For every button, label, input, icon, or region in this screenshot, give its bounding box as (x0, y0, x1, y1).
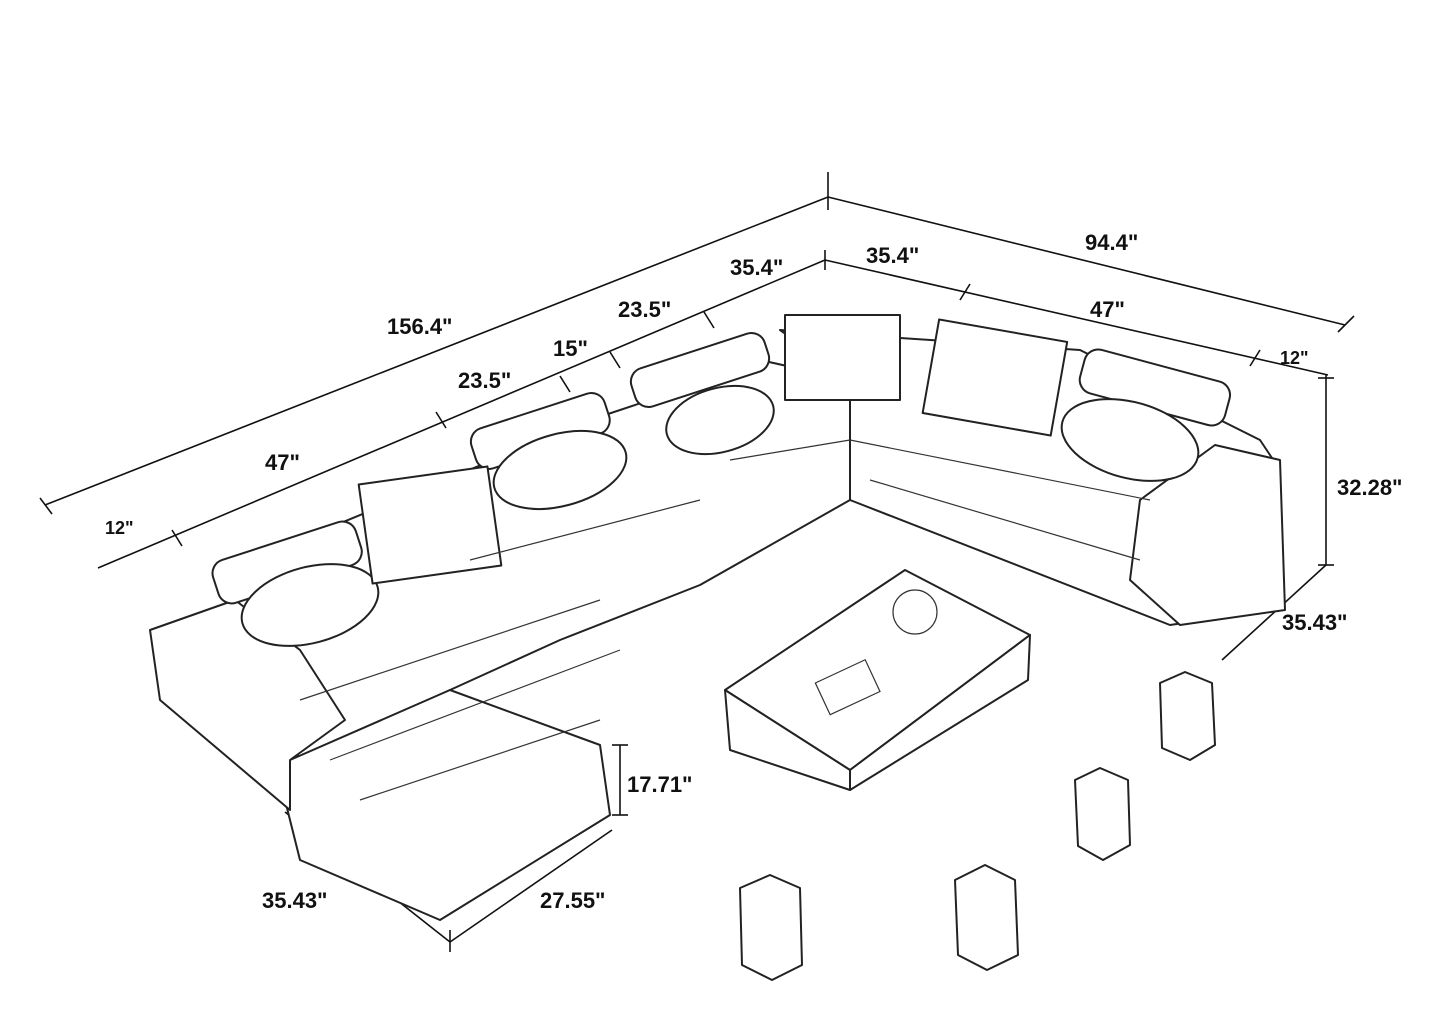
dim-line-156 (44, 196, 829, 506)
striped-pillow (492, 430, 628, 510)
label-right-12: 12" (1280, 348, 1309, 368)
headrest (629, 331, 771, 409)
dimension-lines (39, 172, 1355, 952)
label-right-47: 47" (1090, 297, 1125, 322)
dim-tick (703, 311, 715, 329)
dim-tick (171, 529, 183, 547)
flower-vase (892, 589, 938, 635)
label-overall-right: 94.4" (1085, 230, 1139, 255)
label-chaise-length: 27.55" (540, 888, 606, 913)
coffee-table (724, 569, 1031, 791)
cushion-seams (299, 439, 1151, 801)
label-chaise-width: 35.43" (262, 888, 328, 913)
sofa-chaise (284, 689, 611, 921)
label-left-47: 47" (265, 450, 300, 475)
dim-tick (609, 351, 621, 369)
label-23-5-lower: 23.5" (458, 368, 512, 393)
dim-tick (959, 283, 971, 301)
striped-pillow (1060, 398, 1200, 482)
dim-line-94 (827, 196, 1346, 326)
table-side (849, 634, 1031, 791)
label-seat-height: 17.71" (627, 772, 693, 797)
book (814, 658, 881, 716)
dim-line-chaise-length (449, 829, 613, 943)
dim-tick (435, 411, 447, 429)
label-height: 32.28" (1337, 475, 1403, 500)
dim-tick (39, 497, 53, 515)
dim-tick (1337, 315, 1355, 333)
label-right-depth: 35.43" (1282, 610, 1348, 635)
label-left-corner: 35.4" (730, 255, 784, 280)
patterned-pillow (921, 318, 1069, 437)
label-right-corner: 35.4" (866, 243, 920, 268)
ottomans (739, 671, 1216, 981)
ottoman (1074, 767, 1131, 861)
ottoman (1159, 671, 1216, 761)
dim-line-inner-left (97, 259, 826, 569)
label-console: 15" (553, 336, 588, 361)
label-left-12: 12" (105, 518, 134, 538)
striped-pillow (665, 384, 775, 456)
dim-tick (1249, 349, 1261, 367)
label-overall-left: 156.4" (387, 314, 453, 339)
dim-tick (559, 375, 571, 393)
dim-line-inner-right (824, 259, 1329, 376)
sofa (149, 314, 1286, 921)
label-23-5-upper: 23.5" (618, 297, 672, 322)
ottoman (954, 864, 1019, 971)
striped-pillow (240, 563, 380, 647)
sofa-right-arm (1129, 444, 1286, 626)
ottoman (739, 874, 803, 981)
patterned-pillow (357, 465, 503, 585)
patterned-pillow (784, 314, 901, 401)
